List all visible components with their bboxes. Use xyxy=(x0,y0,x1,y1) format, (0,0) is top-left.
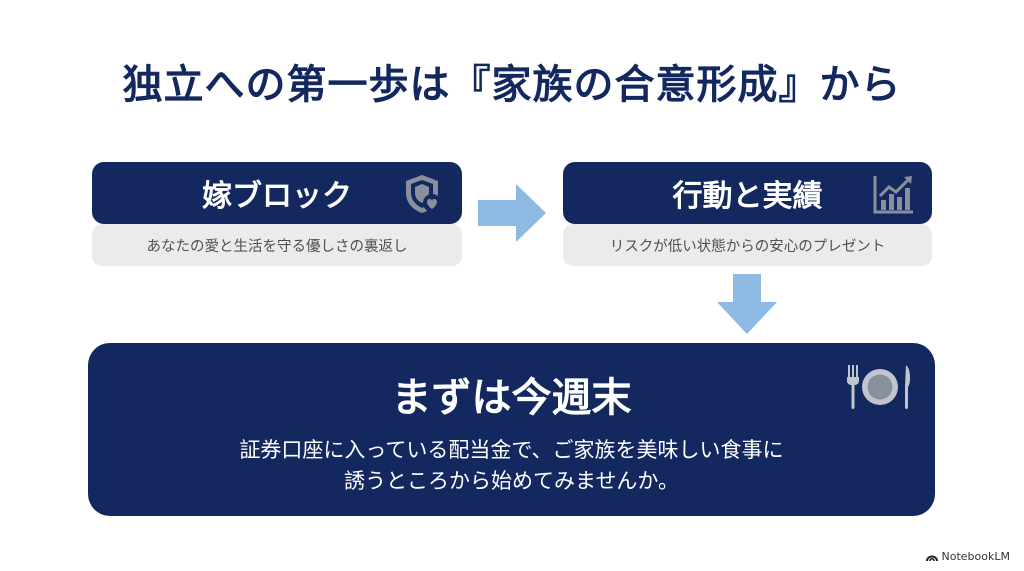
shield-heart-icon xyxy=(406,175,441,213)
main-heading: まずは今週末 xyxy=(391,375,632,421)
growth-chart-icon xyxy=(873,176,913,214)
notebooklm-logo-icon xyxy=(925,555,938,561)
main-body-line-2: 誘うところから始めてみませんか。 xyxy=(344,469,679,493)
card-heading: 行動と実績 xyxy=(672,179,823,214)
main-action-card: まずは今週末 証券口座に入っている配当金で、ご家族を美味しい食事に 誘うところか… xyxy=(88,343,935,516)
card-head-action-results: 行動と実績 xyxy=(563,162,932,224)
fork-plate-knife-icon xyxy=(847,365,911,409)
card-subtitle-yome-block: あなたの愛と生活を守る優しさの裏返し xyxy=(92,224,462,266)
main-body-line-1: 証券口座に入っている配当金で、ご家族を美味しい食事に xyxy=(239,438,784,462)
page-title: 独立への第一歩は『家族の合意形成』から xyxy=(122,62,902,108)
arrow-down-icon xyxy=(717,274,777,334)
brand-label: NotebookLM xyxy=(941,550,1010,563)
card-subtitle-action-results: リスクが低い状態からの安心のプレゼント xyxy=(563,224,932,266)
card-heading: 嫁ブロック xyxy=(202,179,352,214)
arrow-right-icon xyxy=(478,184,546,242)
notebooklm-branding: NotebookLM xyxy=(925,550,1010,563)
card-head-yome-block: 嫁ブロック xyxy=(92,162,462,224)
main-body: 証券口座に入っている配当金で、ご家族を美味しい食事に 誘うところから始めてみませ… xyxy=(88,435,935,497)
